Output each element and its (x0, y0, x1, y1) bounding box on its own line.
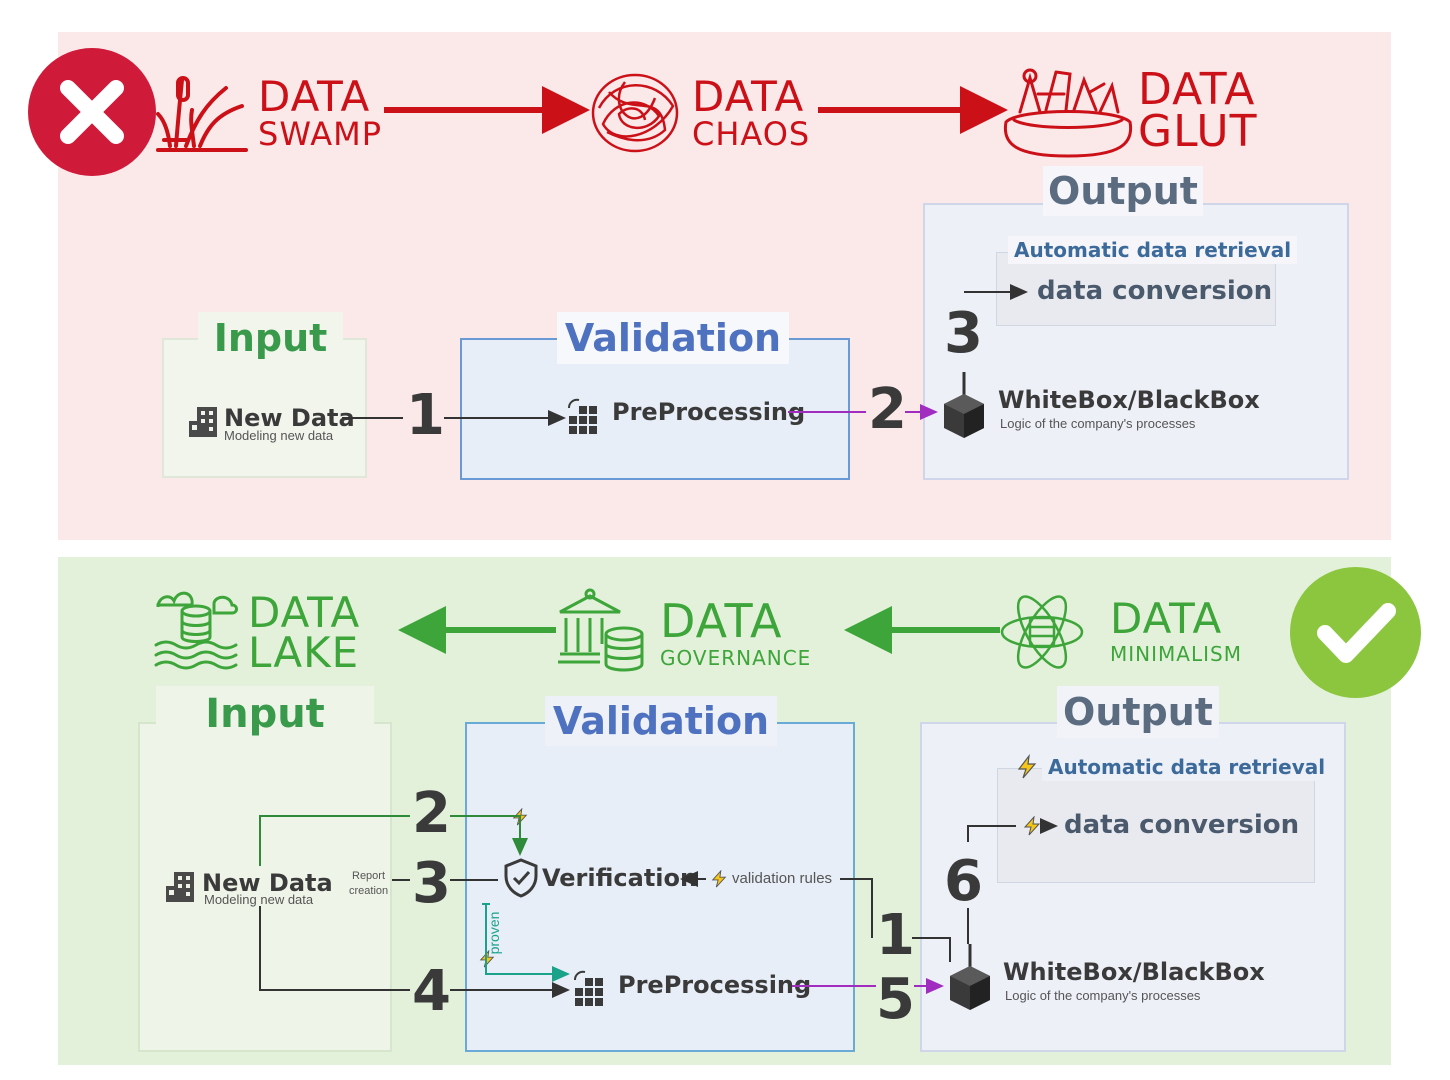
bottom-validation-label: Validation (545, 696, 777, 746)
checkmark-icon (1290, 567, 1421, 698)
stage-governance-sub: GOVERNANCE (660, 646, 812, 670)
top-preprocessing: PreProcessing (612, 398, 806, 426)
stage-minimalism-word: DATA (1110, 594, 1223, 643)
stage-glut-sub: GLUT (1138, 106, 1258, 157)
bottom-step-1: 1 (876, 903, 915, 968)
institution-database-icon (556, 588, 646, 672)
bottom-preprocessing: PreProcessing (618, 971, 812, 999)
top-step-2: 2 (868, 377, 907, 442)
tangle-icon (585, 68, 690, 158)
top-auto-retrieval-box (996, 252, 1276, 326)
bottom-output-label: Output (1057, 686, 1219, 738)
stage-chaos-word: DATA (692, 72, 805, 121)
building-icon (187, 405, 221, 439)
bottom-new-data-sub: Modeling new data (204, 892, 314, 907)
cube-icon (946, 944, 994, 1012)
top-data-conversion: data conversion (1037, 276, 1273, 306)
verification-label: Verification (542, 864, 698, 892)
cube-icon (940, 372, 988, 440)
stage-chaos-sub: CHAOS (692, 115, 811, 153)
shield-check-icon (502, 858, 540, 898)
top-whitebox-title: WhiteBox/BlackBox (998, 386, 1260, 414)
stage-governance-word: DATA (660, 594, 783, 648)
top-step-1: 1 (406, 383, 445, 448)
report-creation-line1: Report (352, 870, 386, 882)
bottom-step-6: 6 (944, 849, 983, 914)
lightning-icon (511, 808, 529, 826)
lightning-icon (478, 950, 496, 968)
grid-sync-icon (567, 398, 607, 436)
lightning-icon (1014, 754, 1040, 780)
bottom-input-label: Input (156, 686, 374, 742)
top-input-label: Input (198, 312, 343, 364)
top-step-3: 3 (944, 301, 983, 366)
stage-minimalism-sub: MINIMALISM (1110, 642, 1242, 666)
stage-swamp-sub: SWAMP (258, 115, 382, 153)
swamp-icon (156, 70, 248, 154)
bottom-step-2: 2 (412, 781, 451, 846)
overflowing-sack-icon (1000, 64, 1136, 160)
grid-sync-icon (573, 970, 613, 1008)
stage-swamp-word: DATA (258, 72, 371, 121)
top-auto-retrieval-label: Automatic data retrieval (1008, 236, 1298, 264)
validation-rules-label: validation rules (732, 870, 833, 887)
lightning-icon (1022, 816, 1042, 836)
bottom-data-conversion: data conversion (1064, 810, 1300, 840)
bottom-step-4: 4 (412, 959, 451, 1024)
report-creation-line2: creation (349, 885, 389, 897)
bottom-whitebox-sub: Logic of the company's processes (1005, 988, 1201, 1003)
top-output-label: Output (1043, 166, 1203, 216)
stage-glut-word: DATA (1138, 64, 1256, 115)
stage-lake-sub: LAKE (248, 628, 360, 677)
building-icon (164, 870, 198, 904)
atom-database-icon (1000, 590, 1084, 674)
bottom-validation-box (465, 722, 855, 1052)
bottom-auto-retrieval-label: Automatic data retrieval (1042, 753, 1332, 781)
top-new-data-title: New Data (224, 404, 355, 432)
x-icon (28, 48, 156, 176)
top-new-data-sub: Modeling new data (224, 428, 334, 443)
bottom-new-data-title: New Data (202, 869, 333, 897)
bottom-step-5: 5 (876, 967, 915, 1032)
top-validation-label: Validation (557, 312, 789, 364)
lake-icon (152, 585, 240, 671)
bottom-step-3: 3 (412, 851, 451, 916)
lightning-icon (710, 870, 728, 888)
stage-lake-word: DATA (248, 588, 361, 637)
bottom-whitebox-title: WhiteBox/BlackBox (1003, 958, 1265, 986)
top-whitebox-sub: Logic of the company's processes (1000, 416, 1196, 431)
